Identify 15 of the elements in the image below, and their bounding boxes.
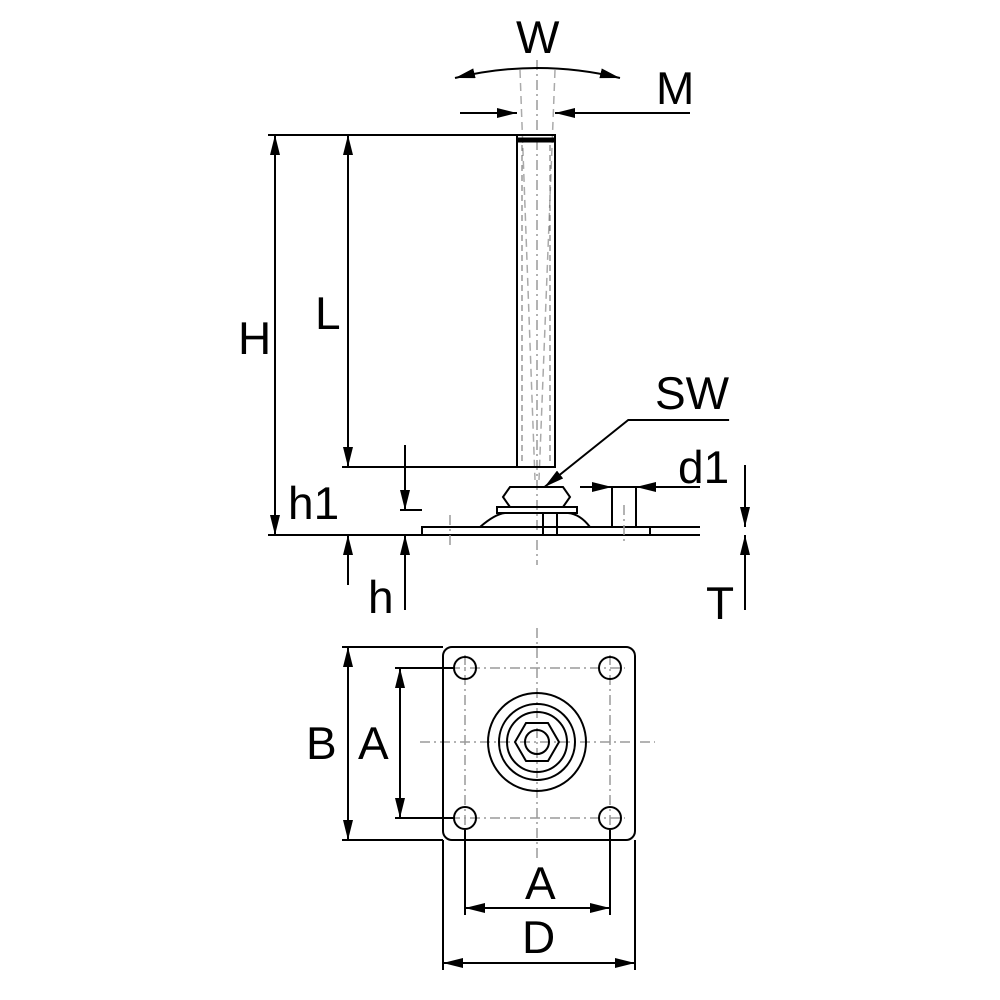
dimension-label: h: [368, 572, 394, 622]
dimension-label: T: [706, 578, 734, 628]
leader-line: [544, 419, 730, 488]
callout-label: SW: [655, 368, 730, 418]
dimension-label: D: [522, 912, 556, 962]
dimension-label: L: [315, 288, 341, 338]
dimension-label: M: [656, 63, 694, 113]
dimension-label: A: [358, 718, 389, 768]
hex-nut: [502, 486, 572, 508]
dimension-label: h1: [288, 478, 340, 528]
dimension-label: A: [525, 858, 556, 908]
dimension-label: H: [238, 313, 272, 363]
dimension-label: d1: [678, 442, 730, 492]
dimension-label: W: [516, 12, 560, 62]
dimension-label: B: [306, 718, 337, 768]
